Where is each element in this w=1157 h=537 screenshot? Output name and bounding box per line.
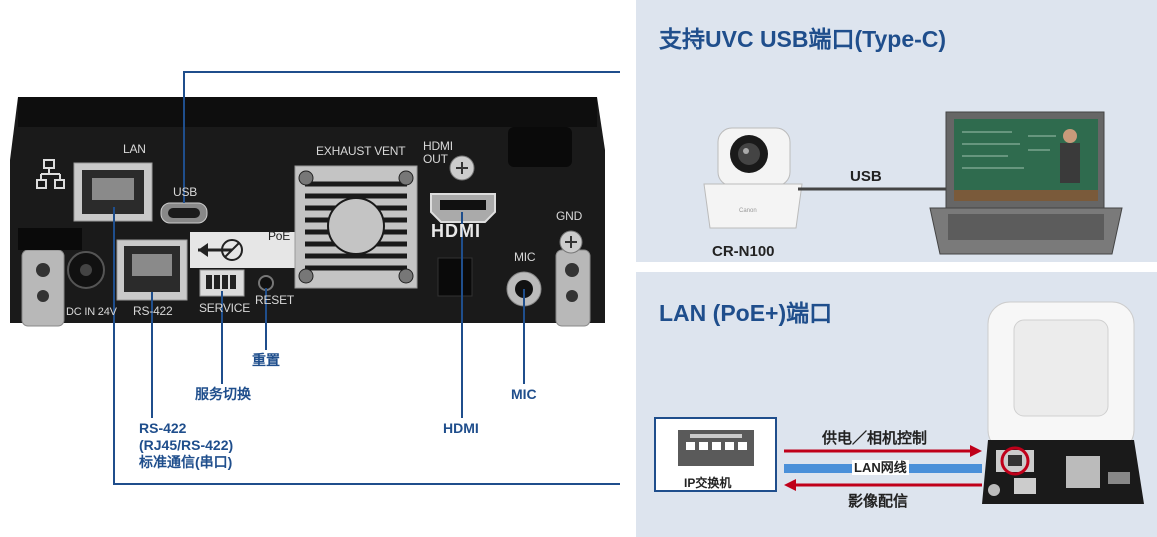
label-rs422: RS-422 bbox=[133, 304, 173, 318]
power-control-label: 供电／相机控制 bbox=[822, 430, 928, 447]
lan-panel-title: LAN (PoE+)端口 bbox=[659, 300, 833, 326]
video-stream-arrow bbox=[784, 479, 982, 491]
label-mic: MIC bbox=[514, 250, 536, 264]
label-service: SERVICE bbox=[199, 301, 251, 315]
ip-switch-label: IP交换机 bbox=[684, 476, 732, 490]
label-exhaust-vent: EXHAUST VENT bbox=[316, 144, 406, 158]
lan-connector-line bbox=[113, 207, 620, 485]
right-mount-bracket bbox=[555, 249, 591, 327]
label-dc-in: DC IN 24V bbox=[66, 306, 117, 318]
hdmi-logo: HDMI bbox=[431, 221, 481, 241]
callout-rs422-line2: (RJ45/RS-422) bbox=[139, 437, 234, 453]
device-back-panel: LAN USB EXHAUST VENT HDMI OUT HDMI GND M… bbox=[10, 71, 620, 485]
lan-cable-label: LAN网线 bbox=[852, 460, 909, 475]
device-illustration bbox=[10, 71, 620, 485]
label-lan: LAN bbox=[123, 142, 146, 156]
camera-icon bbox=[703, 127, 803, 229]
callout-service: 服务切换 bbox=[195, 386, 251, 402]
ip-switch-icon bbox=[654, 417, 777, 492]
callout-rs422-line3: 标准通信(串口) bbox=[139, 454, 233, 470]
usb-connector-line bbox=[183, 71, 620, 203]
camera-model-label: CR-N100 bbox=[712, 243, 775, 260]
label-reset: RESET bbox=[255, 293, 295, 307]
camera-rear-icon bbox=[982, 301, 1144, 504]
exhaust-vent bbox=[294, 165, 418, 289]
lan-panel-illustration bbox=[654, 301, 1144, 504]
usb-panel: 支持UVC USB端口(Type-C) Canon bbox=[636, 0, 1157, 262]
label-hdmi-out-2: OUT bbox=[423, 152, 448, 166]
video-stream-label: 影像配信 bbox=[848, 493, 909, 510]
laptop-icon bbox=[929, 111, 1123, 255]
usb-panel-illustration bbox=[703, 111, 1123, 255]
left-mount-bracket bbox=[21, 249, 65, 327]
label-hdmi-out-1: HDMI bbox=[423, 139, 453, 153]
callout-rs422-line1: RS-422 bbox=[139, 420, 187, 436]
reset-button bbox=[258, 275, 274, 291]
lan-panel: LAN (PoE+)端口 bbox=[636, 272, 1157, 537]
callout-mic: MIC bbox=[511, 386, 537, 402]
callout-rs422: RS-422 (RJ45/RS-422) 标准通信(串口) bbox=[139, 420, 233, 471]
callout-reset: 重置 bbox=[252, 352, 280, 368]
usb-panel-title: 支持UVC USB端口(Type-C) bbox=[659, 26, 947, 52]
callout-hdmi: HDMI bbox=[443, 420, 479, 436]
label-poe: PoE bbox=[268, 229, 291, 243]
label-gnd: GND bbox=[556, 209, 583, 223]
label-usb: USB bbox=[173, 185, 198, 199]
network-icon bbox=[36, 159, 65, 189]
usb-link-label: USB bbox=[850, 168, 882, 185]
power-control-arrow bbox=[784, 445, 982, 457]
camera-brand: Canon bbox=[739, 208, 757, 214]
